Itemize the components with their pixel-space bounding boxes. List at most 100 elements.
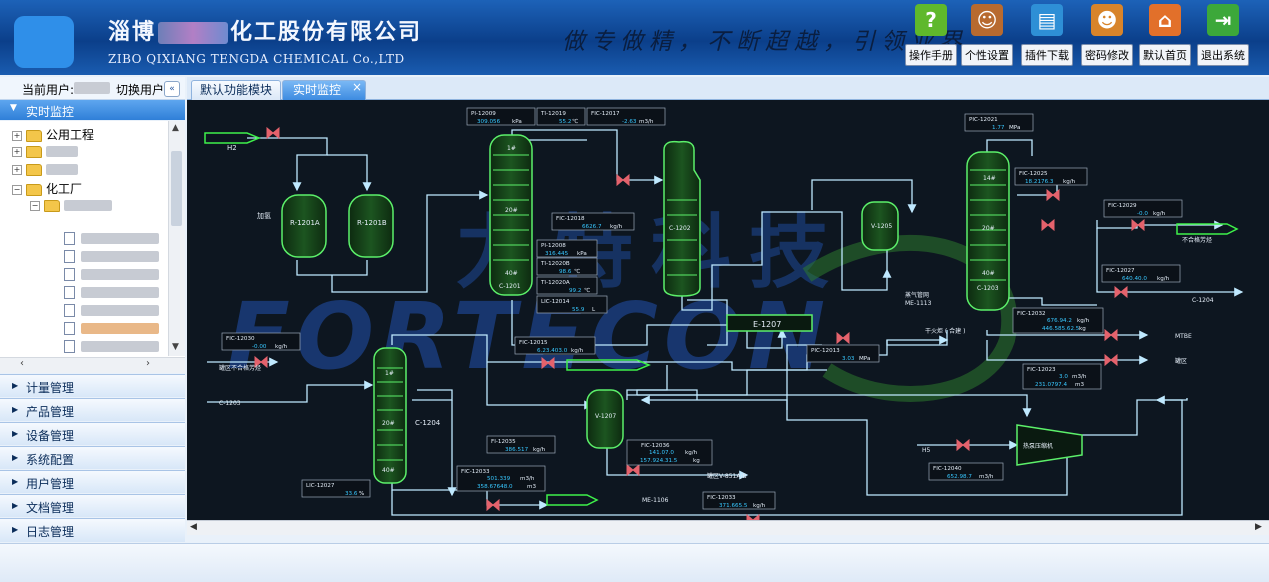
svg-text:m3/h: m3/h — [520, 476, 535, 482]
scroll-right-icon[interactable]: ▶ — [1255, 522, 1262, 532]
scroll-up-icon[interactable]: ▲ — [172, 123, 179, 133]
tab-close-icon[interactable]: × — [352, 80, 363, 94]
home-button[interactable]: ⌂ 默认首页 — [1137, 4, 1193, 70]
tree-node-chem-child[interactable]: − — [30, 198, 112, 214]
stream-arrow — [566, 359, 651, 371]
svg-text:C-1201: C-1201 — [499, 283, 521, 290]
plugin-download-button[interactable]: ▤ 插件下载 — [1019, 4, 1075, 70]
heat-pump-compressor[interactable]: 热泵压缩机 — [1016, 424, 1083, 466]
chevron-right-icon: ▶ — [12, 381, 19, 390]
exit-button[interactable]: ⇥ 退出系统 — [1195, 4, 1251, 70]
scroll-down-icon[interactable]: ▼ — [172, 342, 179, 352]
diagram-horizontal-scrollbar[interactable]: ◀ ▶ — [187, 520, 1269, 535]
company-logo — [14, 16, 74, 68]
tree-node-public[interactable]: +公用工程 — [12, 128, 95, 142]
tree-leaf[interactable] — [64, 339, 159, 355]
scroll-left-icon[interactable]: ‹ — [20, 358, 24, 369]
tree-horizontal-scrollbar[interactable]: ‹ › — [0, 357, 185, 373]
column-c1204[interactable]: 1# 20# 40# — [373, 347, 407, 484]
process-flow-svg: 力特科技 FORTECON — [204, 107, 1244, 520]
nav-metering[interactable]: ▶计量管理 — [0, 374, 185, 397]
nav-equipment[interactable]: ▶设备管理 — [0, 422, 185, 445]
tab-realtime-monitor[interactable]: 实时监控 × — [282, 80, 366, 100]
tree-leaf[interactable] — [64, 249, 159, 265]
column-c1202[interactable]: C-1202 — [663, 140, 701, 297]
stream-mtbe: MTBE — [1175, 333, 1192, 340]
company-slogan: 做专做精，不断超越，引领业界 — [562, 29, 968, 55]
help-icon: ? — [915, 4, 947, 36]
column-c1203[interactable]: 14# 20# 40# C-1203 — [966, 151, 1010, 311]
svg-text:446.585.62.5: 446.585.62.5 — [1042, 326, 1080, 332]
column-c1201[interactable]: 1# 20# 40# C-1201 — [489, 134, 533, 296]
svg-text:L: L — [592, 307, 596, 313]
plugin-download-icon: ▤ — [1031, 4, 1063, 36]
svg-text:PI-12008: PI-12008 — [541, 243, 566, 249]
stream-c1203: C-1203 — [219, 400, 241, 407]
tree-leaf[interactable] — [64, 303, 159, 319]
svg-text:热泵压缩机: 热泵压缩机 — [1023, 442, 1053, 450]
nav-system-config[interactable]: ▶系统配置 — [0, 446, 185, 469]
tree-vertical-scrollbar[interactable]: ▲ ▼ — [168, 121, 185, 356]
svg-text:kg/h: kg/h — [1157, 276, 1170, 282]
switch-user-link[interactable]: 切换用户 — [116, 83, 165, 97]
svg-text:E-1207: E-1207 — [753, 320, 781, 329]
reactor-r1201b[interactable]: R-1201B — [348, 194, 394, 258]
nav-realtime-monitor[interactable]: ▼ 实时监控 — [0, 100, 185, 120]
tree-leaf[interactable] — [64, 267, 159, 283]
svg-text:R-1201B: R-1201B — [357, 219, 387, 227]
svg-text:m3: m3 — [1075, 382, 1084, 388]
tree-node-chem[interactable]: −化工厂 — [12, 182, 83, 196]
company-name-en: ZIBO QIXIANG TENGDA CHEMICAL Co.,LTD — [108, 52, 405, 66]
collapse-panel-button[interactable]: « — [164, 81, 180, 97]
nav-product[interactable]: ▶产品管理 — [0, 398, 185, 421]
tree-leaf[interactable] — [64, 231, 159, 247]
svg-text:m3/h: m3/h — [1072, 374, 1087, 380]
tree-leaf[interactable] — [64, 285, 159, 301]
nav-log[interactable]: ▶日志管理 — [0, 518, 185, 542]
svg-text:1#: 1# — [507, 145, 516, 152]
tab-default-module[interactable]: 默认功能模块 — [191, 80, 281, 100]
svg-text:33.6: 33.6 — [345, 491, 358, 497]
tree-node-redacted-a[interactable]: + — [12, 144, 78, 160]
nav-user-mgmt[interactable]: ▶用户管理 — [0, 470, 185, 493]
svg-text:3.03: 3.03 — [842, 356, 855, 362]
settings-button[interactable]: ☺ 个性设置 — [959, 4, 1015, 70]
tree-node-redacted-b[interactable]: + — [12, 162, 78, 178]
exchanger-e1207[interactable]: E-1207 — [726, 314, 813, 332]
manual-button[interactable]: ? 操作手册 — [903, 4, 959, 70]
nav-document[interactable]: ▶文档管理 — [0, 494, 185, 517]
scroll-left-icon[interactable]: ◀ — [190, 522, 197, 532]
vessel-v1207[interactable]: V-1207 — [586, 389, 624, 449]
scroll-thumb[interactable] — [171, 151, 182, 226]
chevron-right-icon: ▶ — [12, 429, 19, 438]
scroll-right-icon[interactable]: › — [146, 358, 150, 369]
password-change-button[interactable]: ☻ 密码修改 — [1079, 4, 1135, 70]
tree-leaf-selected[interactable] — [64, 321, 159, 337]
vessel-v1205[interactable]: V-1205 — [861, 201, 899, 251]
reactor-r1201a[interactable]: R-1201A — [281, 194, 327, 258]
